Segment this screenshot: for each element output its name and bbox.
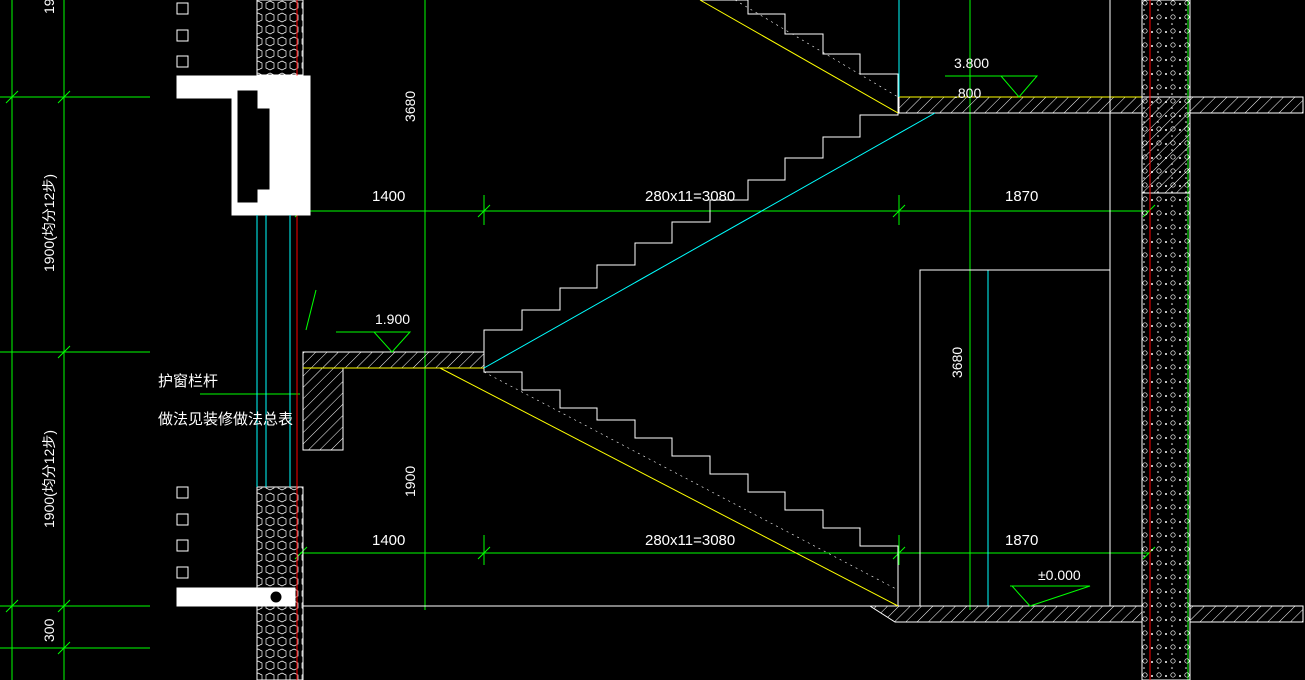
level-markers [336, 75, 1091, 607]
dim-lower-mid: 280x11=3080 [645, 532, 735, 549]
level-top: 3.800 [954, 55, 989, 71]
dim-v-3680-left: 3680 [402, 91, 418, 122]
dim-v-1900-bottom: 1900(均分12步) [41, 430, 57, 528]
dim-v-19-top: 19 [41, 0, 57, 14]
level-mid: 1.900 [375, 311, 410, 327]
upper-landing [898, 96, 1304, 114]
lower-flight [439, 367, 899, 607]
dim-lower-right: 1870 [1005, 532, 1038, 549]
window-upper [176, 2, 311, 216]
dim-upper-left: 1400 [372, 188, 405, 205]
left-wall [256, 0, 304, 680]
cyan-verticals [898, 0, 1111, 607]
level-top-sub: .800 [954, 85, 981, 101]
dim-upper-mid: 280x11=3080 [645, 188, 735, 205]
window-mullions [256, 215, 291, 487]
top-flight [699, 0, 899, 114]
dim-lower-left: 1400 [372, 532, 405, 549]
upper-flight [483, 97, 936, 369]
dim-v-3680-right: 3680 [949, 347, 965, 378]
mid-landing [302, 351, 485, 451]
level-ground: ±0.000 [1038, 567, 1081, 583]
dim-upper-right: 1870 [1005, 188, 1038, 205]
dim-v-300: 300 [41, 618, 57, 642]
note-method: 做法见装修做法总表 [158, 410, 293, 428]
right-wall [1109, 0, 1191, 680]
dim-v-1900-mid: 1900 [402, 466, 418, 497]
window-lower [176, 486, 296, 607]
note-railing: 护窗栏杆 [158, 372, 218, 390]
dim-v-1900-top: 1900(均分12步) [41, 174, 57, 272]
